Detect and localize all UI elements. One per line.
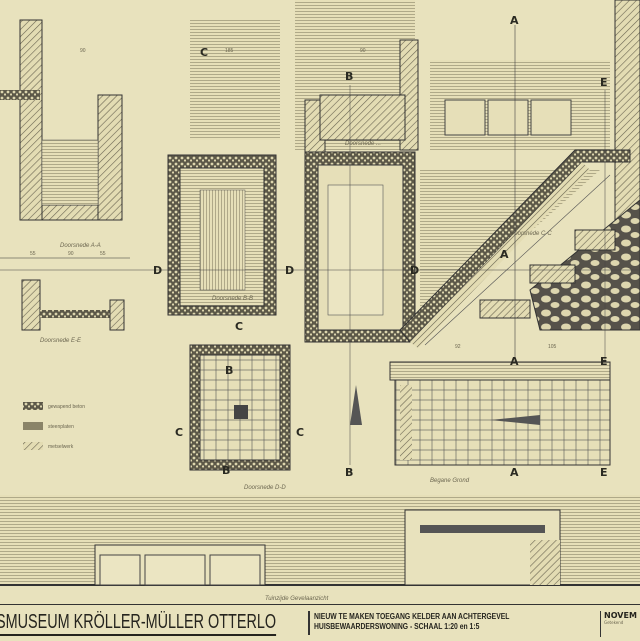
title-main: SMUSEUM KRÖLLER-MÜLLER OTTERLO [0,611,277,636]
marker-c: C [296,426,304,439]
legend-label: metselwerk [48,444,74,450]
section-c-c-caption: Doorsnede C-C [510,231,552,237]
marker-b: B [222,464,230,477]
marker-b: B [345,466,353,479]
title-date: NOVEM Getekend [600,611,637,637]
section-d-d: Doorsnede D-D [189,344,291,491]
legend-swatch-tiles [23,422,43,430]
title-block: SMUSEUM KRÖLLER-MÜLLER OTTERLO NIEUW TE … [0,604,640,641]
elevation: Tuinzijde Gevelaanzicht [0,495,640,602]
title-subtitle: NIEUW TE MAKEN TOEGANG KELDER AAN ACHTER… [314,612,509,632]
section-e-e: Doorsnede E-E [21,279,125,344]
marker-e: E [600,355,608,368]
ground-floor-plan: Begane Grond 105 [350,344,611,484]
marker-e: E [600,76,608,89]
dim-label: 90 [68,251,74,257]
marker-a: A [510,355,519,368]
title-line-2: HUISBEWAARDERSWONING - SCHAAL 1:20 en 1:… [314,622,480,631]
stair-plan: Doorsnede C-C [0,25,640,465]
legend: gewapend beton steenplaten metselwerk [23,402,85,450]
dim-label: 55 [30,251,36,257]
marker-b: B [225,364,233,377]
dim-label: 90 [80,48,86,54]
title-line-1: NIEUW TE MAKEN TOEGANG KELDER AAN ACHTER… [314,612,510,621]
marker-c: C [200,46,208,59]
marker-e: E [600,466,608,479]
dim-label: 92 [455,344,461,350]
marker-d: D [285,264,294,277]
dim-label: 55 [100,251,106,257]
legend-swatch-concrete [23,402,43,410]
section-d-d-caption: Doorsnede D-D [244,485,286,491]
legend-swatch-masonry [23,442,43,450]
marker-b: B [345,70,353,83]
title-date-text: NOVEM [604,611,637,620]
section-b-b: Doorsnede B-B 185 [167,20,280,316]
title-divider [308,611,310,635]
dim-label: 105 [548,344,557,350]
marker-c: C [175,426,183,439]
elevation-caption: Tuinzijde Gevelaanzicht [265,596,329,602]
section-b-b-caption: Doorsnede B-B [212,296,253,302]
section-e-e-caption: Doorsnede E-E [40,338,82,344]
legend-label: gewapend beton [48,404,85,410]
marker-d: D [153,264,162,277]
marker-d: D [410,264,419,277]
legend-label: steenplaten [48,424,74,430]
marker-a: A [510,14,519,27]
title-date-sub: Getekend [604,620,624,625]
ground-floor-caption: Begane Grond [430,478,470,484]
dim-label: 185 [225,48,234,54]
section-top-caption: Doorsnede ... [345,141,381,147]
marker-a: A [510,466,519,479]
section-a-a-caption: Doorsnede A-A [60,243,101,249]
marker-a: A [500,248,509,261]
section-markers: A A A A B B B B C C C C D D D E E E 90 9… [80,14,608,479]
dim-label: 90 [360,48,366,54]
marker-c: C [235,320,243,333]
